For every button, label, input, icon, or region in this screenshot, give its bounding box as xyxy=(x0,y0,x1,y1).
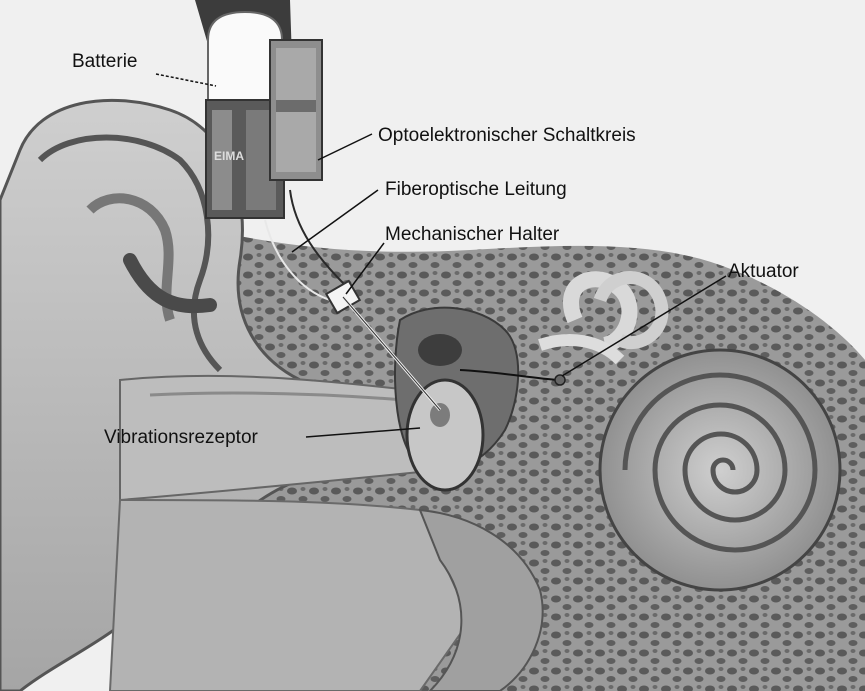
receptor-core xyxy=(430,403,450,427)
battery-mark-text: EIMA xyxy=(214,149,244,163)
label-actuator: Aktuator xyxy=(728,262,799,281)
label-battery: Batterie xyxy=(72,52,137,71)
label-fiber: Fiberoptische Leitung xyxy=(385,180,567,199)
label-holder: Mechanischer Halter xyxy=(385,225,559,244)
cochlea xyxy=(600,350,840,590)
label-circuit: Optoelektronischer Schaltkreis xyxy=(378,126,636,145)
implant-circuit-box xyxy=(270,40,322,180)
actuator-device xyxy=(555,375,565,385)
ossicle-cluster xyxy=(418,334,462,366)
eardrum-receptor xyxy=(407,380,483,490)
label-receptor: Vibrationsrezeptor xyxy=(104,428,258,447)
lower-tissue xyxy=(110,500,470,691)
